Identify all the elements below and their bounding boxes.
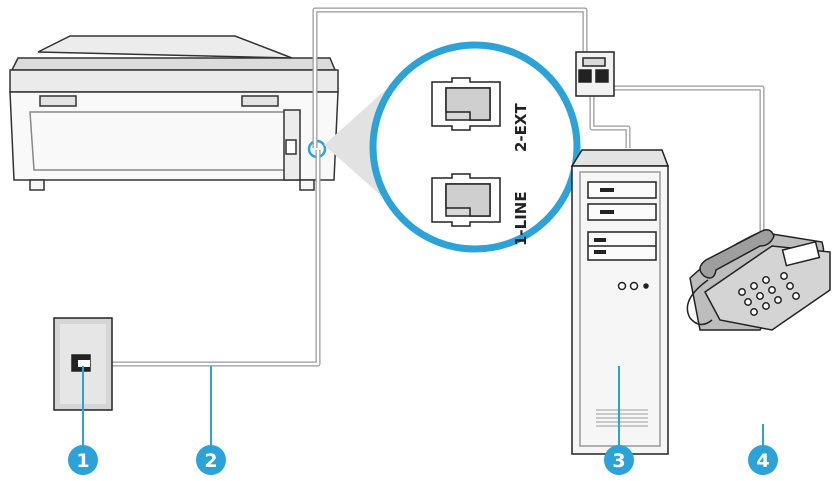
line-port-label: 1-LINE [512, 191, 530, 246]
callout-3-label: 3 [612, 450, 625, 472]
callout-4: 4 [748, 445, 778, 475]
callout-2-label: 2 [204, 450, 217, 472]
line-port-jack-icon [431, 173, 501, 227]
ext-port-label: 2-EXT [512, 103, 530, 152]
cables [88, 7, 765, 367]
wall-jack [53, 317, 113, 411]
printer [9, 35, 339, 191]
ext-port-jack-icon [431, 77, 501, 131]
callout-leaders [82, 366, 764, 446]
callout-1: 1 [68, 445, 98, 475]
port-zoom-callout: 2-EXT 1-LINE [369, 41, 581, 253]
callout-2: 2 [196, 445, 226, 475]
callout-1-label: 1 [76, 450, 89, 472]
line-splitter [575, 51, 615, 97]
callout-3: 3 [604, 445, 634, 475]
telephone [686, 229, 831, 331]
callout-4-label: 4 [756, 450, 769, 472]
